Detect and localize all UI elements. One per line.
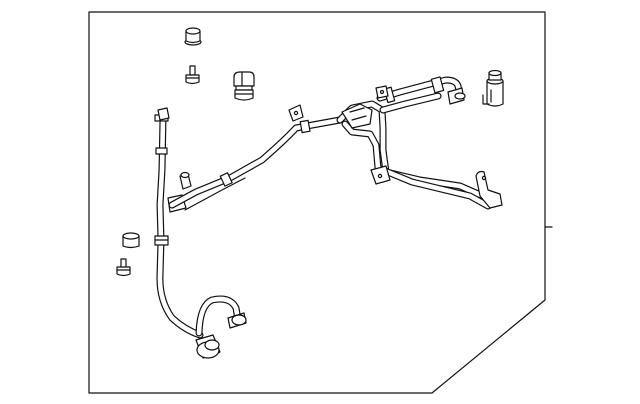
pressure-switch-icon (233, 71, 255, 101)
sensor-cap-icon (184, 27, 202, 46)
sensor-cap-lower-icon (122, 232, 140, 249)
diagram-outline-panel (88, 11, 546, 394)
bolt-icon (185, 65, 200, 85)
bolt-lower-icon (116, 258, 131, 277)
receiver-drier-icon (482, 69, 504, 107)
hose-assembly (154, 76, 503, 359)
